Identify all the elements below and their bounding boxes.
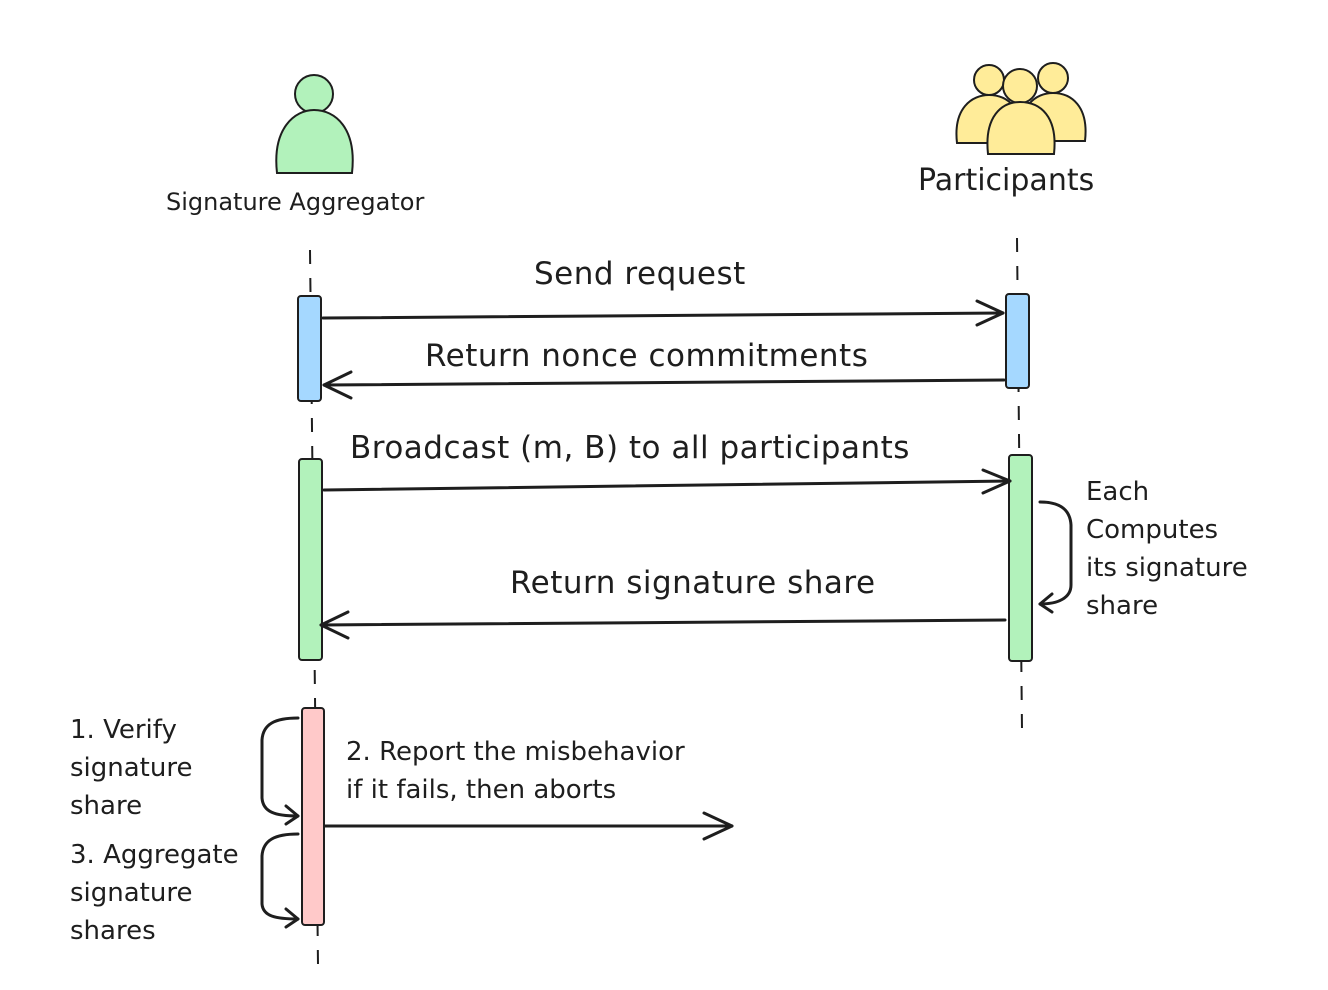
return-nonce-arrow [322, 370, 1006, 400]
aggregator-label: Signature Aggregator [166, 188, 425, 216]
send-request-label: Send request [534, 256, 746, 292]
verify-loop-arrow [260, 716, 300, 826]
report-arrow [323, 811, 734, 841]
aggregate-loop-arrow [260, 832, 300, 929]
aggregator-activation-red [301, 707, 325, 926]
participants-activation-blue [1005, 293, 1030, 389]
aggregate-note: 3. Aggregate signature shares [70, 840, 239, 946]
return-share-arrow [319, 610, 1007, 640]
verify-note: 1. Verify signature share [70, 715, 193, 821]
return-nonce-label: Return nonce commitments [425, 338, 869, 374]
group-icon [955, 62, 1087, 155]
each-computes-loop-arrow [1038, 500, 1073, 614]
broadcast-arrow [322, 468, 1012, 495]
person-icon [275, 74, 354, 174]
aggregator-activation-blue [297, 295, 322, 402]
participants-activation-green [1008, 454, 1033, 662]
aggregator-activation-green [298, 458, 323, 661]
return-share-label: Return signature share [510, 565, 876, 601]
report-label: 2. Report the misbehavior if it fails, t… [346, 737, 685, 805]
broadcast-label: Broadcast (m, B) to all participants [350, 430, 910, 466]
participants-label: Participants [918, 163, 1095, 198]
send-request-arrow [321, 299, 1005, 327]
participant-center-icon [986, 68, 1056, 155]
each-computes-note: Each Computes its signature share [1086, 477, 1248, 621]
